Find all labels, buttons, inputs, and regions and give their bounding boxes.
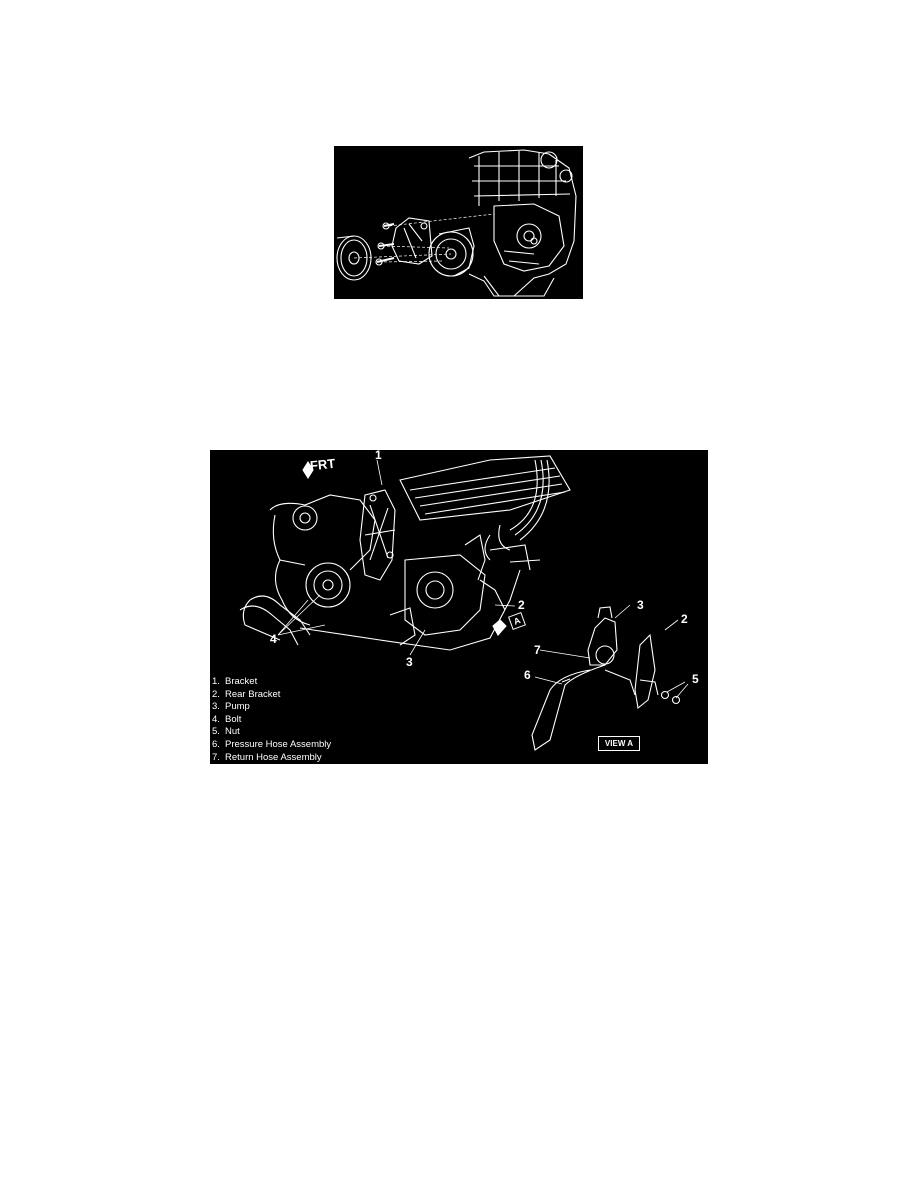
legend-item: 5.Nut <box>212 726 240 738</box>
callout-2: 2 <box>518 598 525 612</box>
pump-exploded-view-figure <box>334 146 583 299</box>
view-a-callout-5: 5 <box>692 672 699 686</box>
callout-1: 1 <box>375 450 382 462</box>
legend-item: 6.Pressure Hose Assembly <box>212 738 332 750</box>
callout-4: 4 <box>270 632 277 646</box>
view-a-label: VIEW A <box>598 736 640 751</box>
pump-mounting-figure: FRT 1 2 3 4 A 3 2 7 6 5 VIEW A 1.Bracket… <box>210 450 708 764</box>
front-arrow-icon <box>302 460 314 480</box>
legend-item: 1.Bracket <box>212 676 258 687</box>
legend-item: 3.Pump <box>212 701 250 713</box>
front-direction-label: FRT <box>309 455 336 474</box>
view-a-callout-7: 7 <box>534 643 541 657</box>
view-a-callout-2: 2 <box>681 612 688 626</box>
view-a-arrow-icon <box>492 619 507 636</box>
legend-item: 7.Return Hose Assembly <box>212 751 322 763</box>
legend-item: 4.Bolt <box>212 713 242 725</box>
legend-item: 2.Rear Bracket <box>212 688 281 700</box>
parts-legend: 1.Bracket 2.Rear Bracket 3.Pump 4.Bolt 5… <box>212 676 331 764</box>
callout-3: 3 <box>406 655 413 669</box>
engine-line-art <box>336 149 577 297</box>
view-a-callout-3: 3 <box>637 598 644 612</box>
view-a-callout-6: 6 <box>524 668 531 682</box>
engine-line-art <box>239 455 689 751</box>
